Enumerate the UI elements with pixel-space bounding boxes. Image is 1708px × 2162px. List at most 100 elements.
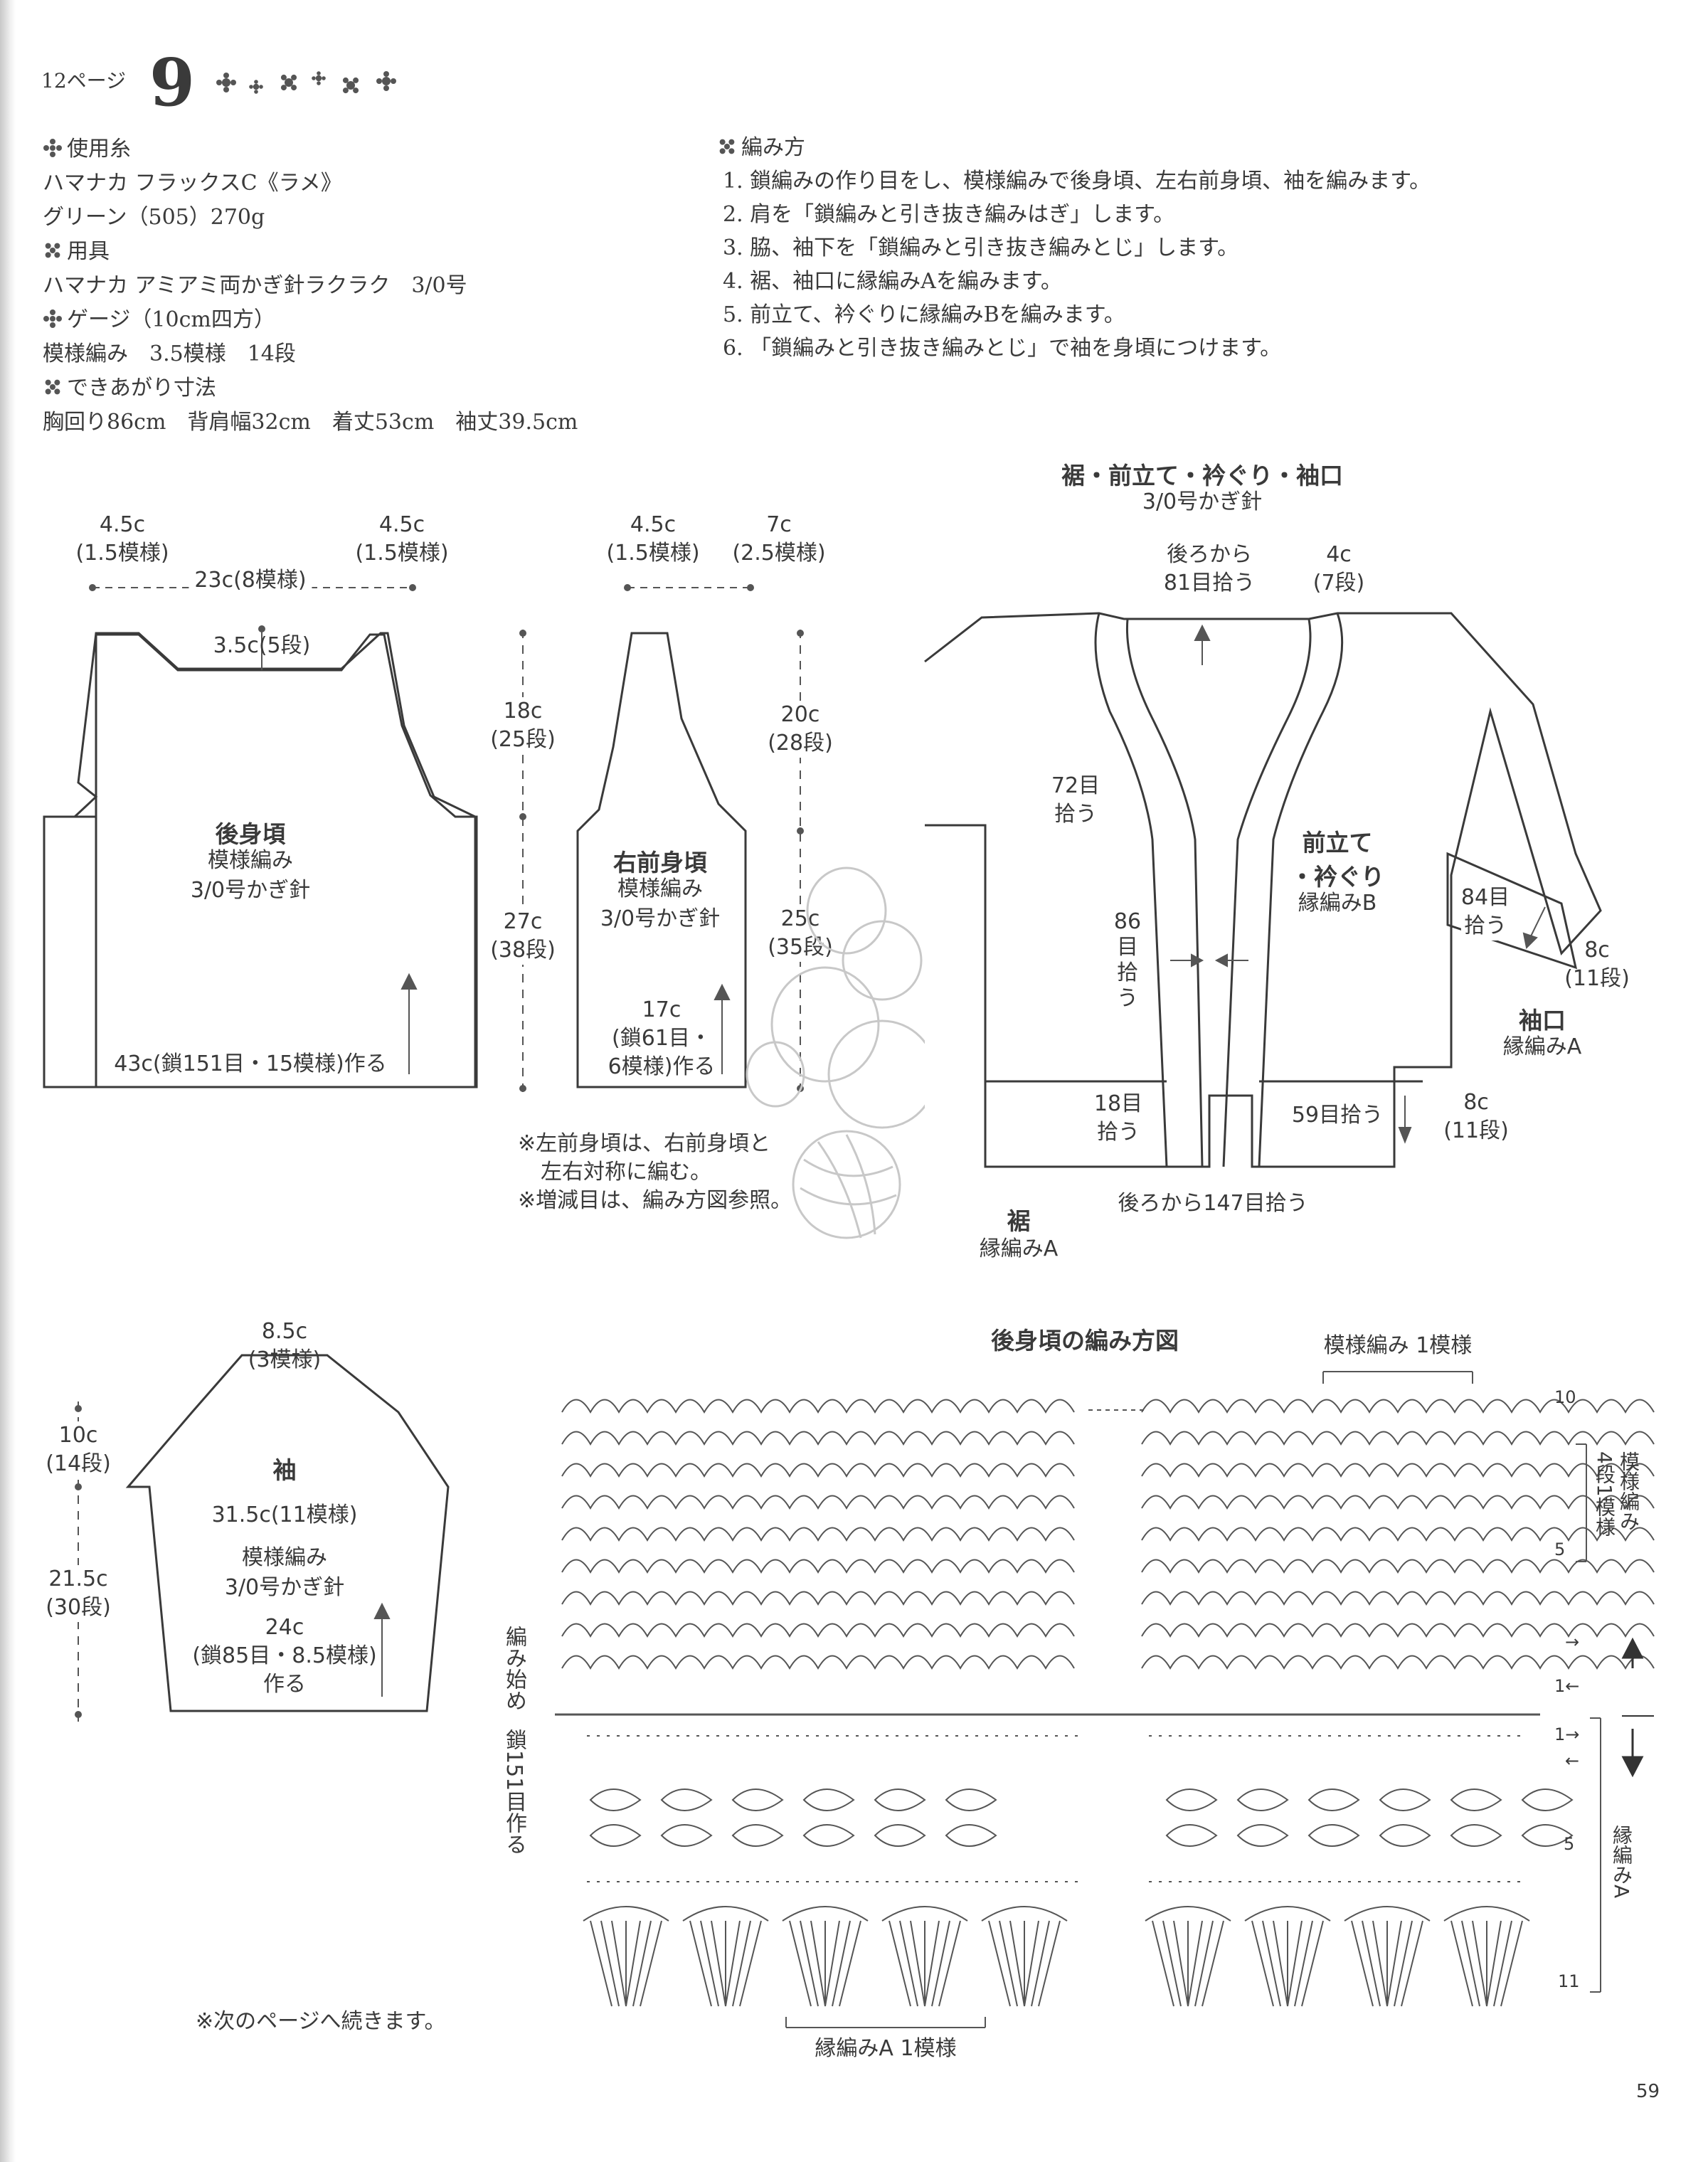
size-line1: 胸回り86cm 背肩幅32cm 着丈53cm 袖丈39.5cm [43,410,578,435]
front-bottom-label: 17c(鎖61目・6模様)作る [608,997,716,1079]
back-side-label: 27c(38段) [490,908,556,965]
chart-pattern-label: 模様編み [1617,1451,1640,1531]
instructions-block: 編み方 1. 鎖編みの作り目をし、模様編みで後身頃、左右前身頃、袖を編みます。 … [717,131,1431,365]
front-band-stitch: 縁編みB [1298,891,1377,916]
sleeve-stitch: 模様編み [242,1545,327,1570]
chart-border-label: 縁編みA [1610,1825,1633,1899]
yarn-heading: 使用糸 [67,137,131,161]
cardigan-inner-band-left [1125,618,1204,1167]
gauge-heading: ゲージ（10cm四方） [67,307,275,332]
continue-note: ※次のページへ続きます。 [196,2009,446,2034]
back-shoulder-left: 4.5c(1.5模様) [75,512,169,566]
front-armhole-label: 20c(28段) [768,701,833,758]
neck-depth-label: 3.5c(5段) [213,633,311,658]
yarn-ball-watermark-icon [746,867,925,1239]
clover-icon [719,139,735,154]
stitch-chart [555,1371,1655,2028]
sleeve-title: 袖 [272,1456,297,1484]
header-ornament-icon [216,71,396,94]
cardigan-front-band-left [1094,613,1168,1167]
cuff-stitch: 縁編みA [1502,1034,1582,1059]
page-reference: 12ページ [41,69,127,92]
sleeve-bottom-label: 24c(鎖85目・8.5模様)作る [192,1615,377,1697]
back-body-hook: 3/0号かぎ針 [190,878,311,903]
hem-length-label: 8c(11段) [1443,1090,1509,1143]
cardigan-inner-band-right [1222,618,1312,1167]
sleeve-length-label: 21.5c(30段) [46,1565,111,1622]
tools-line1: ハマナカ アミアミ両かぎ針ラクラク 3/0号 [43,273,467,298]
cuff-title: 袖口 [1519,1007,1566,1034]
cuff-length-label: 8c(11段) [1564,938,1630,991]
front-body-shape [576,632,747,1088]
front-band-title: 前立て・衿ぐり [1290,829,1384,891]
yarn-line1: ハマナカ フラックスC《ラメ》 [43,171,342,196]
size-heading: できあがり寸法 [67,376,216,401]
back-body-title: 後身頃 [215,820,286,848]
cardigan-outline [924,612,1602,1168]
back-armhole-label: 18c(25段) [490,697,556,754]
sleeve-width-label: 31.5c(11模様) [207,1501,362,1530]
chart-row-5: 5 [1554,1540,1566,1559]
chart-row-10: 10 [1554,1387,1576,1407]
chart-border-row-1: 1→ [1554,1724,1580,1744]
instruction-step: 2. 肩を「鎖編みと引き抜き編みはぎ」します。 [723,202,1175,227]
tools-heading: 用具 [67,239,110,264]
cardigan-front-band-right [1258,613,1344,1167]
front-shoulder-label: 4.5c(1.5模様) [606,512,700,566]
hem-right-pick: 59目拾う [1291,1103,1384,1128]
instruction-step: 5. 前立て、衿ぐりに縁編みBを編みます。 [723,302,1125,327]
cuff-pick-label: 84目拾う [1460,884,1510,940]
chart-start-label: 編み始め [502,1626,526,1711]
hem-stitch: 縁編みA [979,1236,1059,1261]
instructions-heading: 編み方 [741,135,805,160]
chart-arrow-right: → [1565,1632,1580,1652]
sleeve-hook: 3/0号かぎ針 [224,1575,345,1600]
back-body-shape [43,632,477,1088]
chart-border-repeat: 縁編みA 1模様 [815,2036,957,2061]
chart-row-1: 1← [1554,1676,1580,1696]
chart-title: 後身頃の編み方図 [991,1327,1179,1355]
front-body-stitch: 模様編み [617,876,703,901]
instruction-step: 3. 脇、袖下を「鎖編みと引き抜き編みとじ」します。 [723,235,1239,260]
back-shoulder-right: 4.5c(1.5模様) [355,512,449,566]
sleeve-top-label: 8.5c(3模様) [248,1319,322,1372]
cuff-band [1446,852,1578,970]
chart-direction-arrows [1621,1637,1654,1778]
chart-repeat-label: 模様編み 1模様 [1323,1333,1473,1358]
hem-left-pick: 18目拾う [1093,1091,1143,1145]
clover-icon [45,243,60,258]
page-binding-shadow [0,0,16,2162]
front-side-label: 25c(35段) [768,905,833,962]
clover-icon [45,379,60,395]
pattern-number: 9 [149,44,196,121]
chart-repeat-rows: 4段1模様 [1593,1451,1616,1537]
yarn-line2: グリーン（505）270g [43,205,265,230]
finishing-title: 裾・前立て・衿ぐり・袖口 [1061,462,1343,489]
sleeve-shape [125,1354,450,1712]
sleeve-cap-label: 10c(14段) [46,1421,111,1478]
materials-block: 使用糸 ハマナカ フラックスC《ラメ》 グリーン（505）270g 用具 ハマナ… [43,132,578,440]
chart-border-row-11: 11 [1558,1971,1580,1991]
hem-back-pick: 後ろから147目拾う [1118,1191,1308,1216]
clover-icon [43,309,62,328]
finishing-neck-pick: 72目拾う [1051,773,1100,827]
instruction-step: 4. 裾、袖口に縁編みAを編みます。 [723,269,1062,294]
finishing-hook: 3/0号かぎ針 [1142,489,1263,514]
page-number: 59 [1636,2081,1660,2102]
finishing-band-width: 4c(7段) [1312,542,1365,595]
front-body-notes: ※左前身頃は、右前身頃と 左右対称に編む。 ※増減目は、編み方図参照。 [518,1131,792,1213]
chart-border-row-5: 5 [1564,1834,1575,1854]
back-bottom-label: 43c(鎖151目・15模様)作る [110,1050,391,1079]
back-body-stitch: 模様編み [208,848,293,873]
front-body-hook: 3/0号かぎ針 [600,906,721,931]
front-neck-label: 7c(2.5模様) [732,512,826,566]
clover-icon [43,139,62,157]
instruction-step: 1. 鎖編みの作り目をし、模様編みで後身頃、左右前身頃、袖を編みます。 [723,169,1431,194]
chart-chain-label: 鎖151目作る [502,1729,526,1855]
front-body-title: 右前身頃 [613,849,707,876]
gauge-line1: 模様編み 3.5模様 14段 [43,341,296,366]
hem-title: 裾 [1007,1207,1031,1235]
